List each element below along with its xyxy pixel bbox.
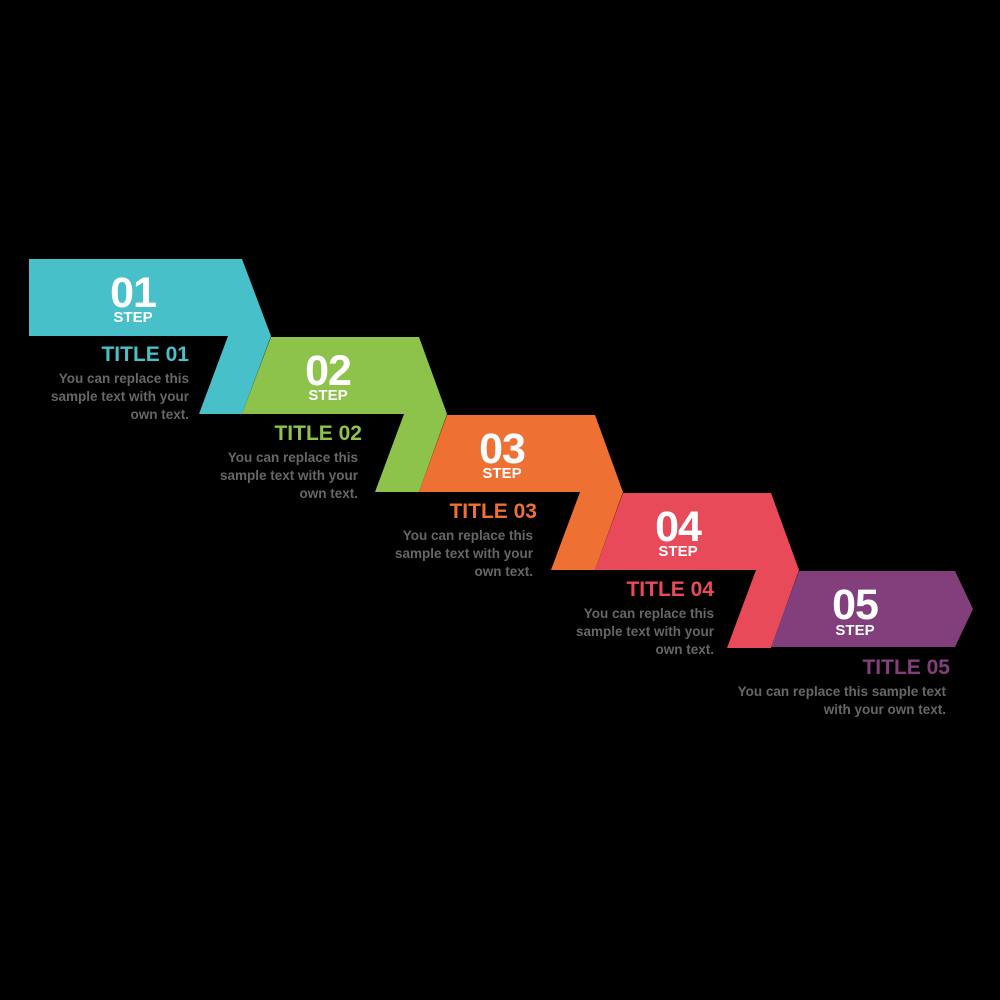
- step-03-number: 03: [479, 425, 526, 473]
- step-02-shape: [242, 337, 447, 492]
- step-05-title: TITLE 05: [862, 656, 950, 679]
- step-03-description: You can replace this sample text with yo…: [394, 528, 533, 579]
- step-03-shape: [419, 415, 623, 570]
- step-05-label: STEP: [835, 622, 875, 639]
- step-04-label: STEP: [658, 543, 698, 560]
- step-05-shape: [771, 571, 973, 647]
- step-01-title: TITLE 01: [101, 343, 189, 366]
- step-01-description: You can replace this sample text with yo…: [50, 371, 189, 422]
- step-04-shape: [595, 493, 799, 648]
- step-02-label: STEP: [308, 387, 348, 404]
- step-02-title: TITLE 02: [274, 422, 362, 445]
- step-04-description: You can replace this sample text with yo…: [575, 606, 714, 657]
- step-04-title: TITLE 04: [626, 578, 714, 601]
- step-01-number: 01: [110, 269, 157, 317]
- step-02-description: You can replace this sample text with yo…: [219, 450, 358, 501]
- step-05-description: You can replace this sample text with yo…: [737, 684, 946, 717]
- step-03-title: TITLE 03: [449, 500, 537, 523]
- step-01-shape: [29, 259, 271, 414]
- step-01-label: STEP: [113, 309, 153, 326]
- step-05-number: 05: [832, 581, 879, 629]
- step-03-label: STEP: [482, 465, 522, 482]
- step-02-number: 02: [305, 347, 352, 395]
- step-04-number: 04: [655, 503, 702, 551]
